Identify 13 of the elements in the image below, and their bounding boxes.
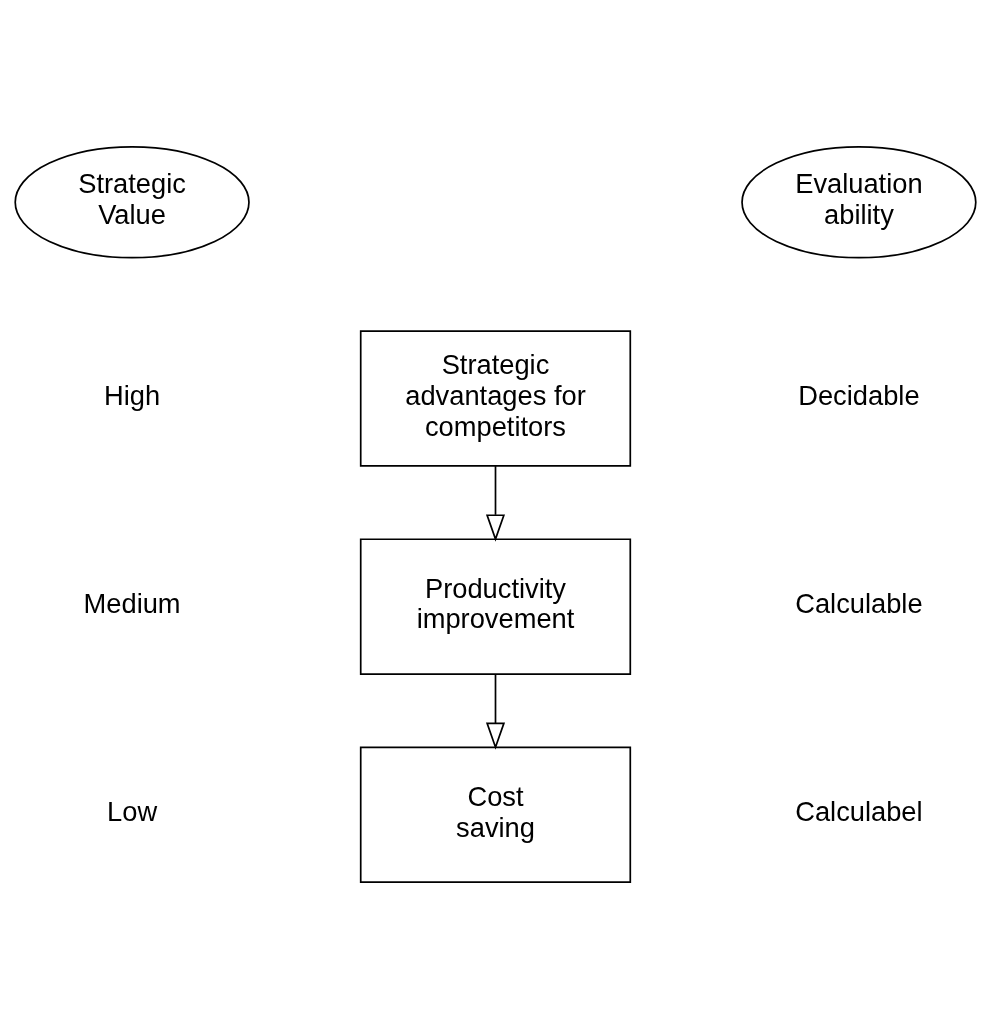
label: Low	[107, 796, 158, 828]
arrow	[485, 673, 506, 750]
label: Decidable	[798, 379, 920, 411]
label: Calculabel	[795, 796, 923, 828]
node-ellipse: Strategic Value	[14, 145, 250, 259]
node-box: Strategic advantages for competitors	[359, 330, 632, 467]
label: Medium	[83, 588, 181, 620]
node-box: Productivity improvement	[359, 538, 632, 675]
arrow	[485, 465, 506, 542]
node-box: Cost saving	[359, 746, 632, 884]
label: High	[104, 379, 161, 411]
node-ellipse: Evaluation ability	[741, 145, 977, 259]
label: Calculable	[795, 588, 923, 620]
